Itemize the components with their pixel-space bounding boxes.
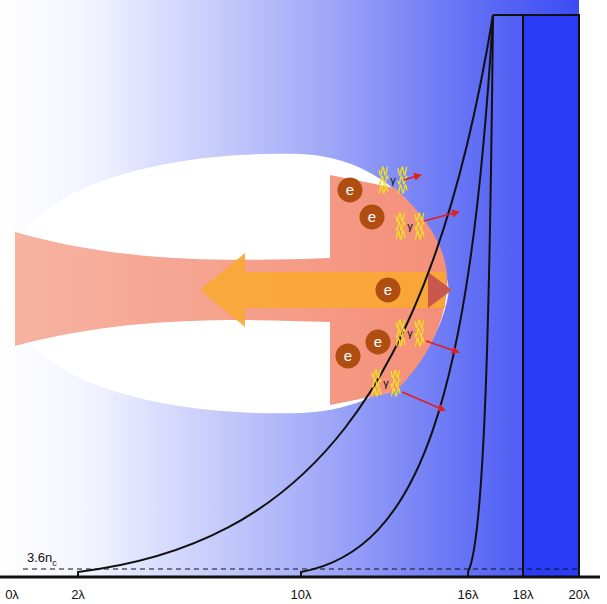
electron-label: e xyxy=(337,177,363,203)
axis-label: 10λ xyxy=(291,588,312,601)
density-label: 3.6n xyxy=(27,551,52,564)
density-profiles xyxy=(23,15,579,577)
critical-density-line xyxy=(23,568,579,569)
gamma-symbol: γ xyxy=(407,328,413,339)
solid-target xyxy=(523,15,579,577)
gamma-wave xyxy=(372,388,381,396)
axis-label: 18λ xyxy=(513,588,534,601)
electron-label: e xyxy=(365,329,391,355)
channel xyxy=(5,154,449,414)
gamma-wave xyxy=(415,222,424,230)
arrow-tip xyxy=(428,272,452,308)
axis-label: 20λ xyxy=(569,588,590,601)
electron: e xyxy=(335,343,361,369)
gamma-wave xyxy=(396,320,405,328)
axis-label: 0λ xyxy=(5,588,19,601)
gamma-wave xyxy=(415,338,424,346)
gamma-symbol: γ xyxy=(390,175,396,186)
gamma-wave xyxy=(379,185,388,193)
gamma-wave xyxy=(391,379,400,387)
axis-label: 16λ xyxy=(458,588,479,601)
gamma-symbol: γ xyxy=(407,221,413,232)
gamma-symbol: γ xyxy=(383,378,389,389)
emission-arrows xyxy=(402,175,458,410)
gamma-wave xyxy=(415,329,424,337)
electron-label: e xyxy=(375,277,401,303)
electron: e xyxy=(365,329,391,355)
gamma-wave xyxy=(372,370,381,378)
gamma-wave xyxy=(396,329,405,337)
propagation-arrow xyxy=(200,253,445,327)
density-ground xyxy=(0,0,579,577)
gamma-wave xyxy=(396,338,405,346)
gamma-wave xyxy=(379,176,388,184)
axis-label: 2λ xyxy=(71,588,85,601)
electron: e xyxy=(375,277,401,303)
gamma-wave xyxy=(415,213,424,221)
gamma-wave xyxy=(396,213,405,221)
gamma-wave xyxy=(372,379,381,387)
gamma-waves xyxy=(372,167,424,396)
density-subscript: c xyxy=(52,559,57,568)
gamma-wave xyxy=(396,231,405,239)
gamma-wave xyxy=(379,167,388,175)
electron-label: e xyxy=(359,204,385,230)
electron: e xyxy=(359,204,385,230)
gamma-wave xyxy=(415,320,424,328)
gamma-wave xyxy=(415,231,424,239)
gamma-wave xyxy=(396,222,405,230)
gamma-wave xyxy=(398,185,407,193)
x-axis xyxy=(0,576,600,579)
electron: e xyxy=(337,177,363,203)
electron-label: e xyxy=(335,343,361,369)
gamma-wave xyxy=(391,388,400,396)
gamma-wave xyxy=(391,370,400,378)
gamma-wave xyxy=(398,167,407,175)
